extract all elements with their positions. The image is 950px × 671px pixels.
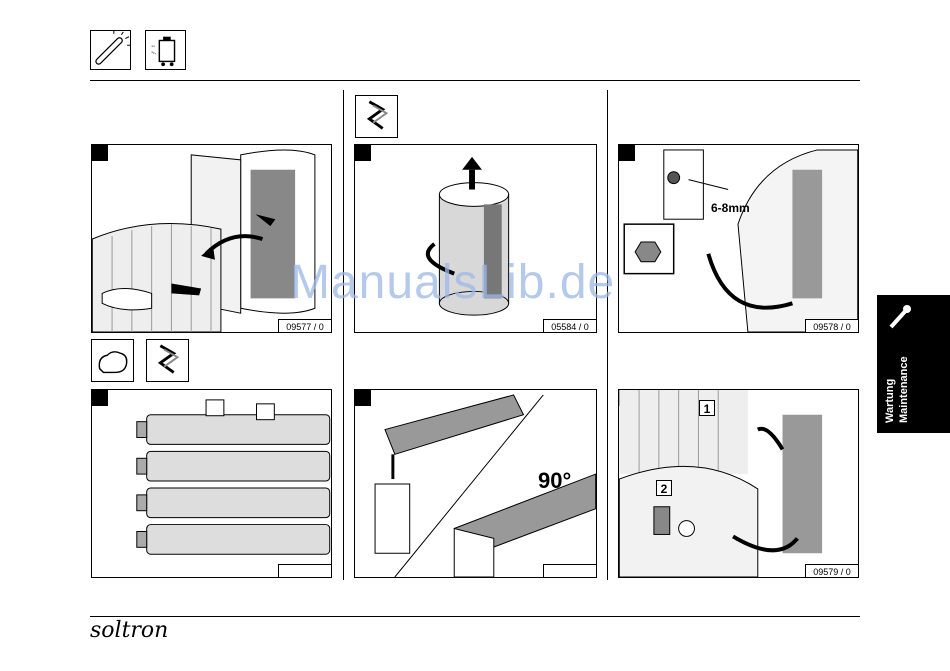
angle-label: 90° [538,468,571,494]
rotate-arrows-icon [146,339,189,382]
column-divider [607,90,608,580]
figure-code: 09579 / 0 [805,564,859,578]
section-tab-maintenance: Wartung Maintenance [877,295,950,433]
figure-panel-lamp-holder: 6-8mm 09578 / 0 [618,144,859,333]
footer-rule [90,616,860,617]
dimension-label: 6-8mm [711,201,750,215]
step-number-box: 2 [656,480,672,496]
column-divider [343,90,344,580]
figure-code: 09578 / 0 [805,319,859,333]
figure-code [543,564,597,578]
figure-code: 09577 / 0 [278,319,332,333]
watermark: ManualsLib.de [290,255,615,310]
step-number-box: 1 [699,400,715,416]
figure-panel-lamp-insert: 90° [354,389,597,578]
figure-code [278,564,332,578]
tab-label-german: Wartung [884,379,896,423]
figure-panel-reassembly: 1 2 09579 / 0 [618,389,859,578]
wrench-icon [887,303,913,331]
figure-code: 05584 / 0 [543,319,597,333]
hands-icon [91,339,134,382]
tube-lamp-icon [90,30,131,70]
figure-panel-lamp-tubes [91,389,332,578]
brand-logo: soltron [90,618,168,643]
starter-icon [145,30,186,70]
tab-label-english: Maintenance [898,356,910,423]
rotate-arrows-icon [355,95,398,138]
header-rule [90,80,860,81]
